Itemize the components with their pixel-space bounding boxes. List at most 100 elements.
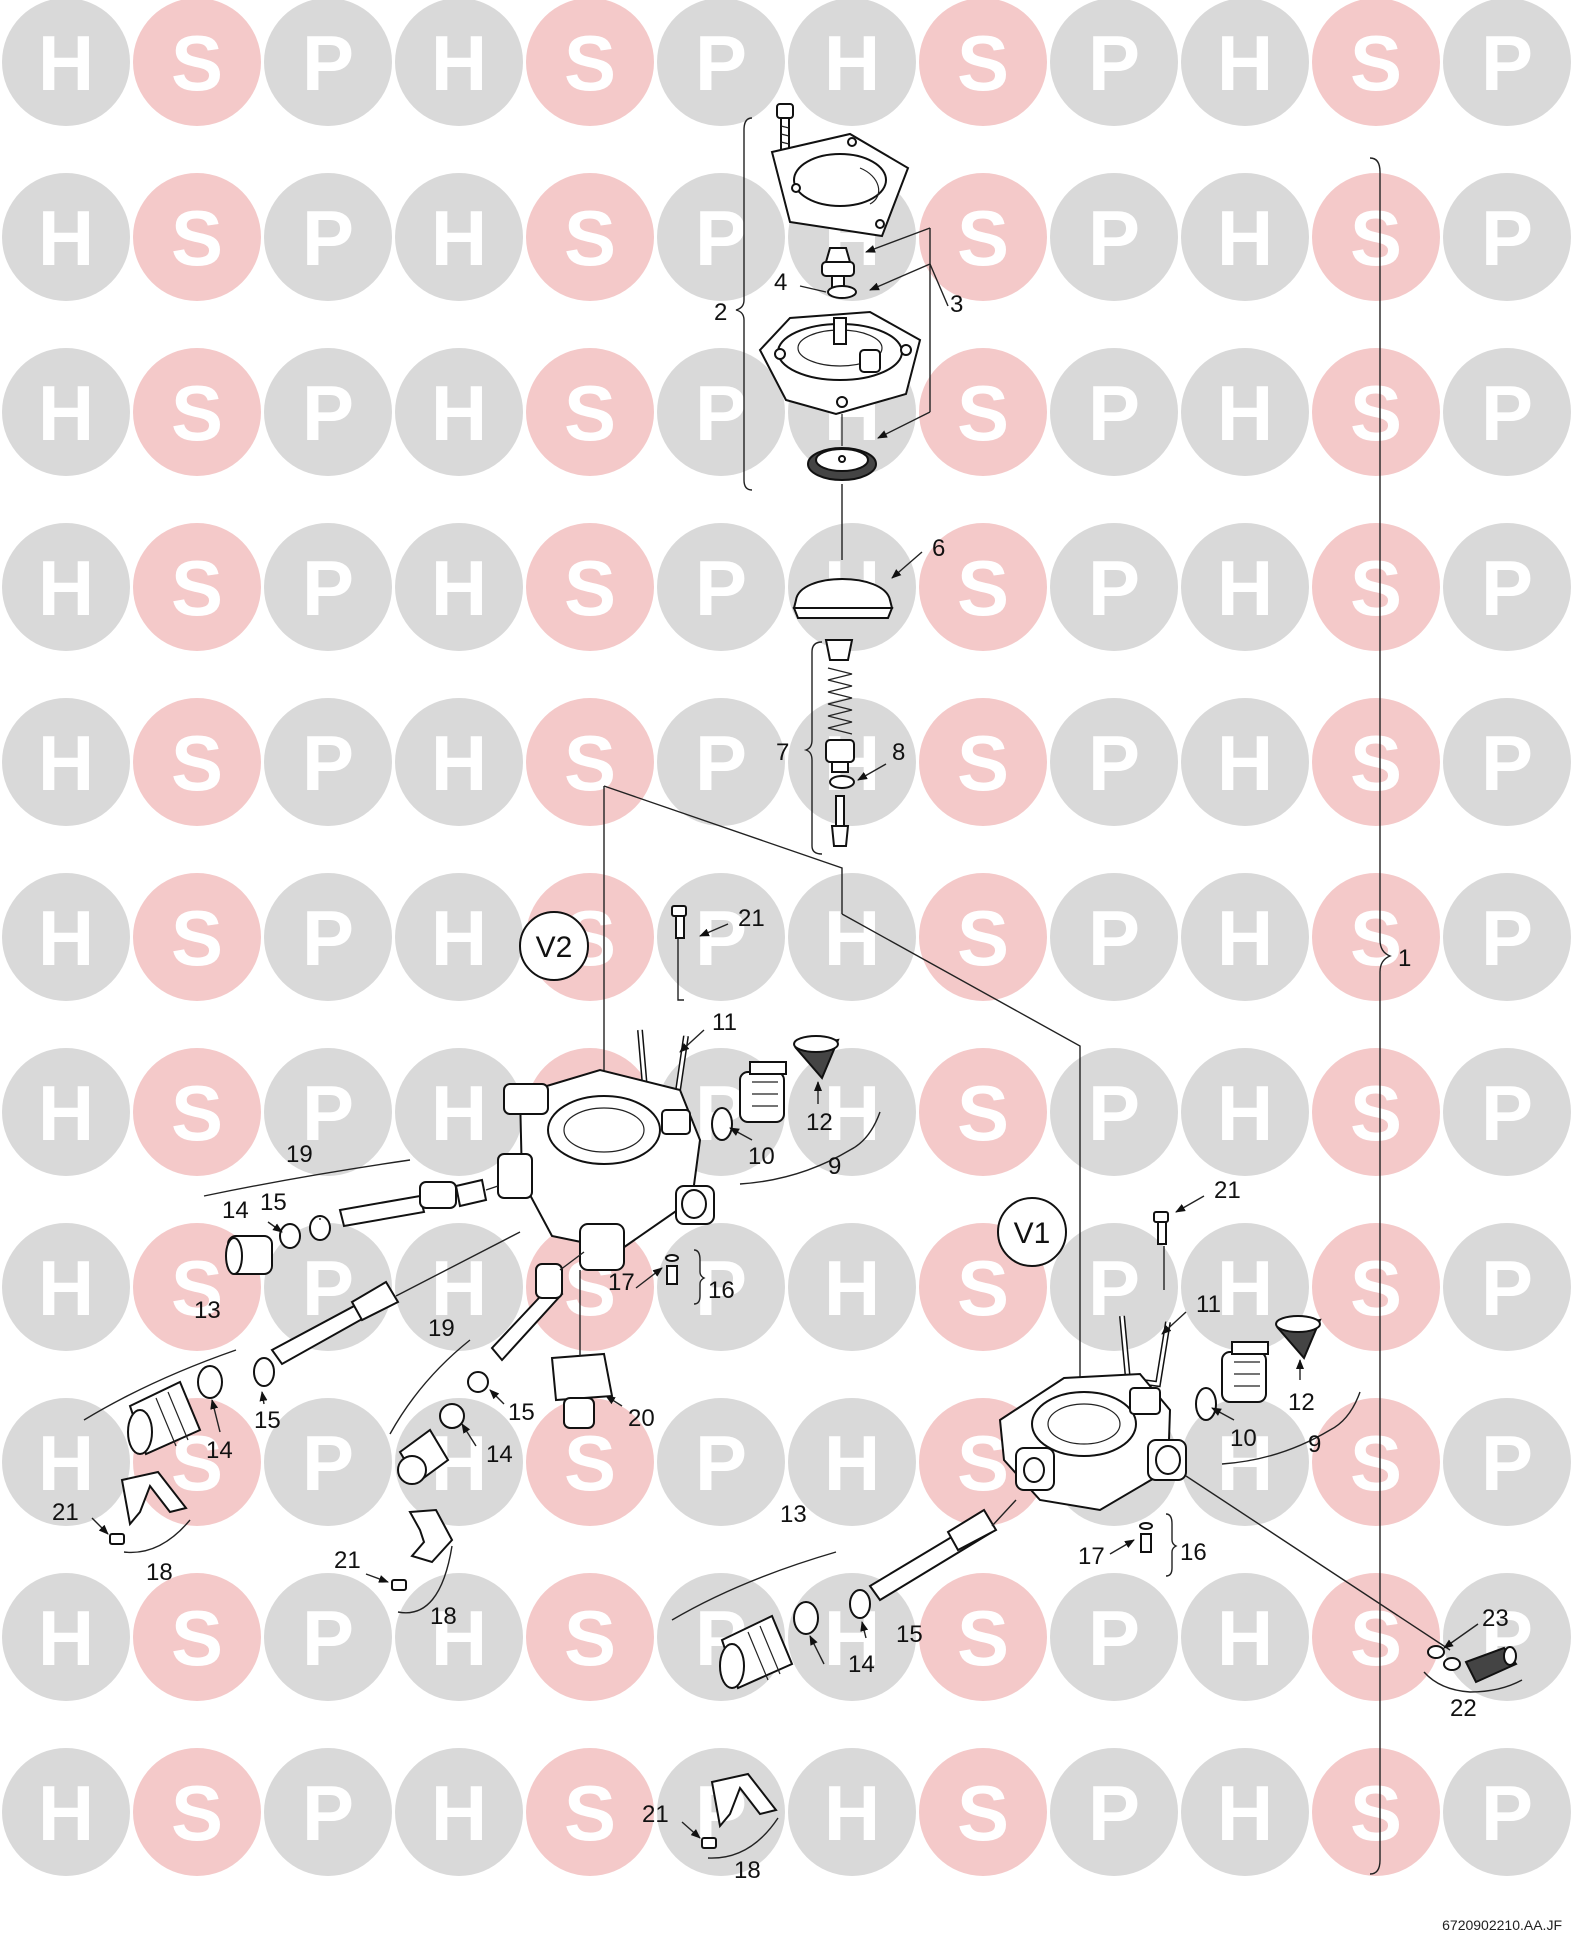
watermark-circle bbox=[395, 0, 523, 126]
watermark-circle bbox=[264, 0, 392, 126]
brace-2 bbox=[735, 117, 753, 491]
callout-15-down: 15 bbox=[508, 1399, 535, 1426]
callout-9-v2: 9 bbox=[828, 1153, 841, 1180]
watermark-circle bbox=[1443, 1223, 1571, 1351]
callout-14-v2: 14 bbox=[206, 1437, 233, 1464]
watermark-letter: S bbox=[1350, 194, 1402, 282]
watermark-circle bbox=[526, 173, 654, 301]
watermark-circle bbox=[2, 1573, 130, 1701]
watermark-circle bbox=[133, 0, 261, 126]
watermark-letter: S bbox=[957, 194, 1009, 282]
screw-17-v1 bbox=[1139, 1522, 1153, 1553]
watermark-circle bbox=[1312, 0, 1440, 126]
watermark-letter: S bbox=[171, 1594, 223, 1682]
watermark-letter: S bbox=[564, 719, 616, 807]
brace-22 bbox=[1423, 1671, 1523, 1693]
leader-3b bbox=[869, 263, 931, 291]
watermark-letter: P bbox=[695, 19, 747, 107]
watermark-circle bbox=[2, 1223, 130, 1351]
watermark-circle bbox=[133, 173, 261, 301]
watermark-circle bbox=[657, 173, 785, 301]
watermark-circle bbox=[919, 698, 1047, 826]
watermark-letter: S bbox=[1350, 894, 1402, 982]
watermark-circle bbox=[919, 173, 1047, 301]
callout-8: 8 bbox=[892, 739, 905, 766]
watermark-circle bbox=[395, 1398, 523, 1526]
watermark-letter: P bbox=[1481, 544, 1533, 632]
watermark-letter: S bbox=[957, 894, 1009, 982]
elbow-20 bbox=[550, 1352, 614, 1429]
callout-17-v1: 17 bbox=[1078, 1543, 1105, 1570]
screw-21-v1 bbox=[1153, 1211, 1169, 1245]
leader-3c bbox=[877, 411, 931, 439]
watermark-letter: P bbox=[1088, 1069, 1140, 1157]
watermark-letter: S bbox=[171, 544, 223, 632]
watermark-circle bbox=[1443, 1398, 1571, 1526]
watermark-circle bbox=[657, 873, 785, 1001]
watermark-letter: S bbox=[171, 19, 223, 107]
watermark-letter: S bbox=[957, 369, 1009, 457]
watermark-circle bbox=[2, 348, 130, 476]
callout-11-v1: 11 bbox=[1196, 1291, 1221, 1318]
callout-21-left: 21 bbox=[52, 1499, 79, 1526]
watermark-circle bbox=[264, 1048, 392, 1176]
watermark-circle bbox=[264, 698, 392, 826]
callout-18-bottom: 18 bbox=[734, 1857, 761, 1884]
clip-18-left bbox=[109, 1470, 188, 1545]
callout-18-middle: 18 bbox=[430, 1603, 457, 1630]
watermark-letter: P bbox=[1481, 19, 1533, 107]
watermark-circle bbox=[133, 698, 261, 826]
callout-21-bottom: 21 bbox=[642, 1801, 669, 1828]
callout-18-left: 18 bbox=[146, 1559, 173, 1586]
watermark-circle bbox=[264, 1748, 392, 1876]
brace-13-v2 bbox=[83, 1349, 237, 1421]
watermark-circle bbox=[1443, 698, 1571, 826]
watermark-circle bbox=[1181, 1748, 1309, 1876]
watermark-letter: P bbox=[1088, 194, 1140, 282]
watermark-letter: H bbox=[38, 544, 94, 632]
watermark-letter: P bbox=[1481, 894, 1533, 982]
watermark-letter: H bbox=[431, 544, 487, 632]
watermark-letter: S bbox=[957, 719, 1009, 807]
cup-cover-6 bbox=[792, 578, 894, 619]
spring-stack-7 bbox=[824, 639, 855, 847]
drawing-code: 6720902210.AA.JF bbox=[1442, 1917, 1562, 1933]
watermark-letter: H bbox=[431, 894, 487, 982]
watermark-letter: S bbox=[171, 194, 223, 282]
brace-18-bottom bbox=[707, 1817, 779, 1859]
watermark-letter: S bbox=[564, 1419, 616, 1507]
watermark-circle bbox=[264, 348, 392, 476]
watermark-circle bbox=[264, 523, 392, 651]
callout-21-middle: 21 bbox=[334, 1547, 361, 1574]
watermark-letter: S bbox=[1350, 1244, 1402, 1332]
watermark-circle bbox=[788, 873, 916, 1001]
callout-7: 7 bbox=[776, 739, 789, 766]
watermark-letter: P bbox=[695, 894, 747, 982]
filter-12-v1 bbox=[1275, 1315, 1322, 1360]
callout-13-v1: 13 bbox=[780, 1501, 807, 1528]
callout-22: 22 bbox=[1450, 1695, 1477, 1722]
watermark-letter: H bbox=[431, 369, 487, 457]
watermark-letter: H bbox=[824, 1769, 880, 1857]
watermark-letter: H bbox=[38, 1594, 94, 1682]
watermark-circle bbox=[919, 1048, 1047, 1176]
stem-19-left bbox=[225, 1178, 488, 1275]
watermark-circle bbox=[1312, 1223, 1440, 1351]
fitting-10-v1 bbox=[1195, 1341, 1269, 1421]
watermark-circle bbox=[919, 523, 1047, 651]
watermark-circle bbox=[657, 0, 785, 126]
watermark-letter: P bbox=[302, 894, 354, 982]
watermark-letter: S bbox=[564, 194, 616, 282]
watermark-letter: P bbox=[1481, 1069, 1533, 1157]
watermark-letter: H bbox=[38, 19, 94, 107]
watermark-circle bbox=[1181, 1048, 1309, 1176]
watermark-circle bbox=[1050, 348, 1178, 476]
watermark-circle bbox=[1181, 523, 1309, 651]
watermark-letter: P bbox=[695, 1244, 747, 1332]
watermark-letter: H bbox=[824, 894, 880, 982]
watermark-circle bbox=[2, 0, 130, 126]
callout-14-v1: 14 bbox=[848, 1651, 875, 1678]
callout-16-v2: 16 bbox=[708, 1277, 735, 1304]
callout-13-v2: 13 bbox=[194, 1297, 221, 1324]
callout-19-left: 19 bbox=[286, 1141, 313, 1168]
